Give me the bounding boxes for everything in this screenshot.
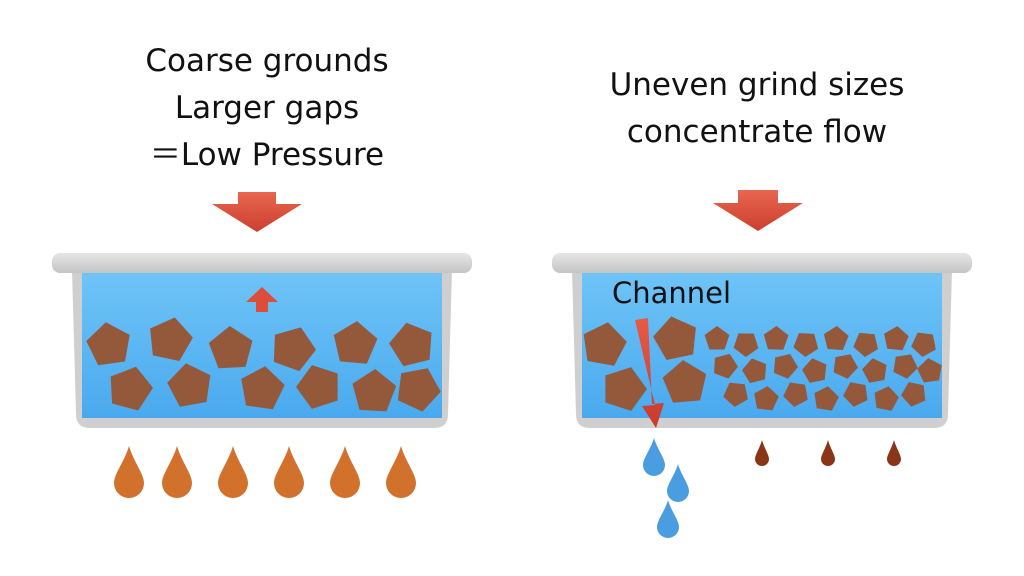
ground-particle [843, 382, 868, 407]
coffee-drop-icon [755, 440, 769, 466]
coffee-drop-icon [162, 446, 192, 498]
ground-particle [273, 327, 316, 372]
ground-particle [733, 333, 759, 357]
ground-particle [893, 354, 918, 379]
ground-particle [653, 316, 696, 360]
ground-particle [167, 363, 211, 407]
ground-particle [783, 382, 808, 407]
coffee-drop-icon [218, 446, 248, 498]
ground-particle [917, 358, 942, 383]
ground-particle [714, 353, 738, 379]
basket-rim-left [52, 253, 472, 273]
ground-particle [723, 382, 748, 407]
coffee-drop-icon [887, 440, 901, 466]
mixed-grounds [583, 316, 942, 411]
left-panel [52, 192, 472, 498]
ground-particle [773, 354, 798, 379]
ground-particle [333, 321, 378, 364]
caption-line-gaps: Larger gaps [174, 90, 360, 126]
ground-particle [150, 317, 193, 361]
ground-particle [754, 386, 779, 411]
coffee-drop-icon [330, 446, 360, 498]
ground-particle [110, 366, 153, 411]
water-drop-icon [643, 438, 665, 476]
coffee-drips-left [114, 446, 416, 498]
ground-particle [397, 368, 441, 412]
ground-particle [823, 326, 849, 350]
channel-arrow-icon [635, 318, 664, 428]
ground-particle [86, 322, 130, 366]
right-caption: Uneven grind sizes concentrate flow [572, 62, 942, 156]
caption-line-flow: concentrate flow [626, 114, 888, 150]
ground-particle [793, 333, 819, 357]
caption-line-pressure: ＝Low Pressure [149, 137, 385, 173]
ground-particle [911, 332, 936, 357]
ground-particle [704, 326, 730, 350]
caption-line-uneven: Uneven grind sizes [609, 67, 905, 103]
coarse-grounds [86, 317, 441, 412]
ground-particle [763, 326, 789, 350]
water-drop-icon [657, 500, 679, 538]
pressure-arrow-left [212, 192, 302, 232]
pressure-arrow-right [713, 190, 803, 231]
coffee-drop-icon [821, 440, 835, 466]
coffee-drop-icon [274, 446, 304, 498]
ground-particle [814, 386, 839, 411]
ground-particle [742, 358, 766, 384]
ground-particle [296, 365, 338, 409]
coffee-drips-right [755, 440, 901, 466]
water-drop-icon [667, 464, 689, 502]
ground-particle [802, 358, 827, 383]
ground-particle [389, 322, 432, 367]
backflow-arrow-icon [246, 287, 278, 312]
caption-line-coarse: Coarse grounds [145, 43, 389, 79]
coffee-drop-icon [114, 446, 144, 498]
ground-particle [208, 326, 253, 369]
ground-particle [605, 367, 647, 411]
ground-particle [862, 358, 887, 383]
ground-particle [583, 322, 627, 366]
ground-particle [853, 332, 878, 357]
ground-particle [874, 386, 899, 411]
coffee-drop-icon [386, 446, 416, 498]
water-drips-right [643, 438, 689, 538]
ground-particle [901, 382, 926, 407]
left-caption: Coarse grounds Larger gaps ＝Low Pressure [92, 38, 442, 179]
basket-rim-right [552, 253, 972, 273]
ground-particle [352, 369, 397, 412]
ground-particle [662, 360, 707, 403]
channel-label: Channel [612, 276, 732, 310]
right-panel [552, 190, 972, 538]
ground-particle [241, 366, 285, 410]
ground-particle [833, 354, 858, 379]
ground-particle [884, 326, 909, 351]
